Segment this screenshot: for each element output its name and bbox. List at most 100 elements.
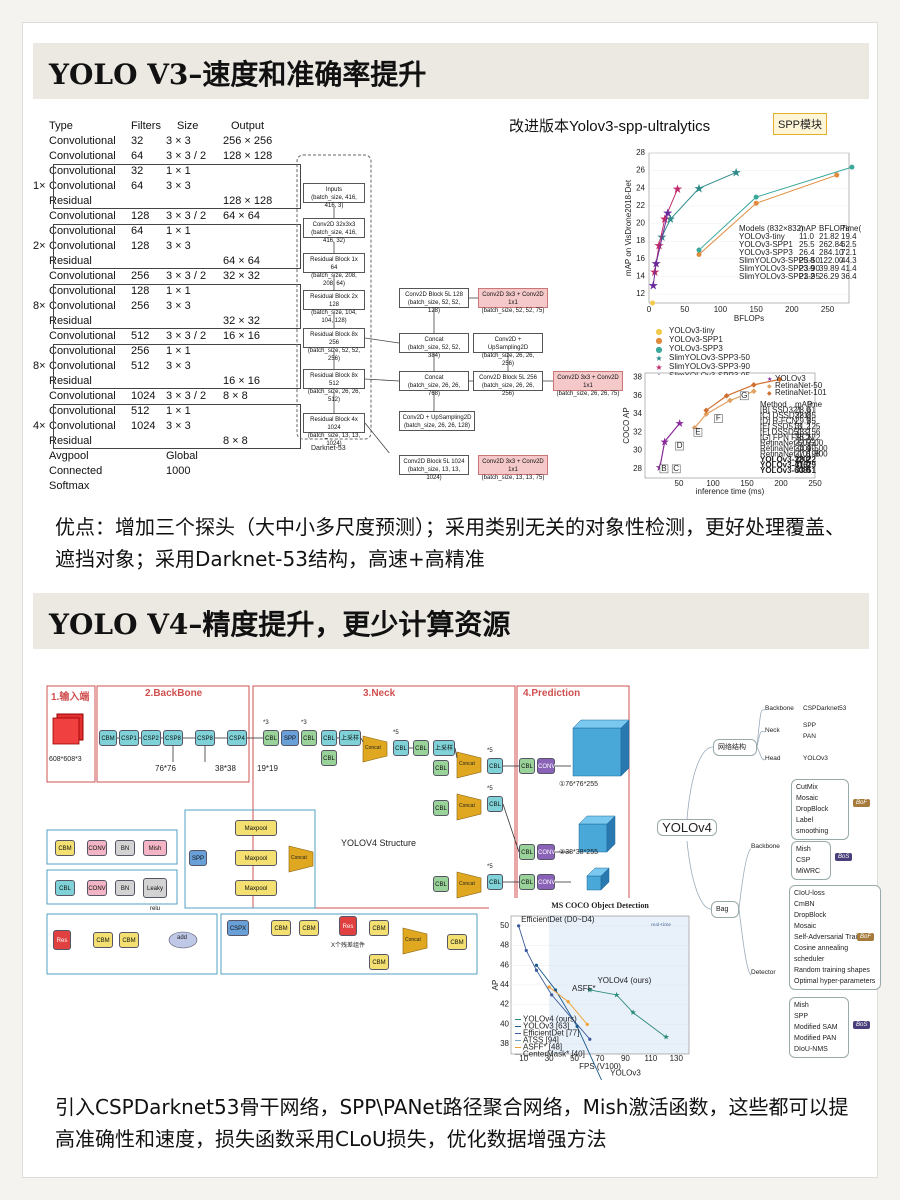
method-table-cell: 172 bbox=[807, 433, 821, 442]
concat-label: Concat bbox=[365, 745, 381, 751]
pred-output-38: ②38*38*255 bbox=[559, 849, 598, 856]
legend-marker: ★ bbox=[655, 363, 662, 372]
mindmap-branch bbox=[686, 746, 714, 820]
method-box bbox=[675, 441, 684, 451]
residual-block-outline bbox=[53, 164, 301, 209]
cbl-module: CBL bbox=[413, 740, 429, 756]
table-cell-size: 1 × 1 bbox=[166, 345, 191, 357]
bag-backbone-label: Backbone bbox=[751, 843, 780, 850]
data-point bbox=[696, 247, 702, 253]
method-table-cell: 156 bbox=[807, 428, 821, 437]
method-table-cell: 32.5 bbox=[795, 439, 811, 448]
diamond-marker bbox=[727, 397, 733, 404]
pred-cube-large-top bbox=[572, 719, 630, 729]
table-cell-filters: 128 bbox=[131, 210, 150, 222]
cbl-legend-module: CBL bbox=[55, 880, 75, 896]
x-tick-label: 90 bbox=[621, 1054, 630, 1063]
table-cell-type: Residual bbox=[49, 435, 92, 447]
bof-badge: BoF bbox=[857, 933, 875, 941]
box-title: Conv2D Block 5L 256 bbox=[479, 375, 537, 381]
cbl-module: CBL bbox=[487, 758, 503, 774]
bflops-table-header: Time(ms) bbox=[841, 224, 861, 233]
bflops-table-cell: 72.1 bbox=[841, 248, 857, 257]
data-point bbox=[696, 251, 702, 257]
bn-legend-module: BN bbox=[115, 880, 135, 896]
table-cell-size: 1 × 1 bbox=[166, 225, 191, 237]
method-table-cell: RetinaNet-50-500 bbox=[760, 439, 824, 448]
data-point bbox=[534, 963, 539, 967]
net-item-value: SPP bbox=[803, 722, 817, 729]
y-tick-label: 46 bbox=[500, 960, 509, 969]
y-tick-label: 32 bbox=[633, 427, 642, 436]
bflops-table-cell: 26.4 bbox=[799, 248, 815, 257]
spp-legend-module: SPP bbox=[189, 850, 207, 866]
box-title: Residual Block 2x 128 bbox=[310, 294, 358, 308]
method-table-cell: 31.0 bbox=[795, 461, 811, 470]
bof-item: CmBN bbox=[794, 901, 815, 908]
bflops-table-cell: 262.84 bbox=[819, 240, 844, 249]
output-52: Conv2D 3x3 + Conv2D 1x1(batch_size, 52, … bbox=[478, 288, 548, 314]
cbm-module: CBM bbox=[369, 920, 389, 936]
conv-legend-module: CONV bbox=[87, 880, 107, 896]
bos-item: SPP bbox=[794, 1013, 809, 1020]
method-table-cell: 85 bbox=[807, 411, 816, 420]
v3-title-bar: YOLO V3–速度和准确率提升 bbox=[33, 43, 869, 99]
output-13: Conv2D 3x3 + Conv2D 1x1(batch_size, 13, … bbox=[478, 455, 548, 481]
bof-item: Label smoothing bbox=[796, 817, 829, 835]
x-tick-label: 130 bbox=[670, 1054, 684, 1063]
table-cell-type: Connected bbox=[49, 465, 103, 477]
cbm-module: CBM bbox=[299, 920, 319, 936]
method-table-header: time bbox=[807, 400, 823, 409]
bof-item: Optimal hyper-parameters bbox=[794, 978, 876, 985]
connector-line bbox=[364, 422, 390, 453]
box-title: Conv2D 3x3 + Conv2D 1x1 bbox=[482, 459, 544, 473]
table-cell-type: Convolutional bbox=[49, 330, 116, 342]
concat-trapezoid bbox=[456, 751, 482, 779]
box-subtitle: (batch_size, 26, 26, 512) bbox=[307, 389, 361, 403]
concat-label: Concat bbox=[459, 761, 475, 767]
x-tick-label: 200 bbox=[785, 305, 799, 314]
table-cell-type: Convolutional bbox=[49, 210, 116, 222]
darknet-stack-box: Inputs(batch_size, 416, 416, 3) bbox=[303, 183, 365, 209]
bof-item: Mosaic bbox=[796, 795, 819, 802]
cbm-module: CBM bbox=[119, 932, 139, 948]
label-yolov4: YOLOv4 (ours) bbox=[597, 976, 651, 985]
stage-input-frame bbox=[46, 685, 96, 783]
legend-marker: ◆ bbox=[767, 383, 772, 390]
method-box bbox=[739, 391, 749, 401]
cbm-legend-frame bbox=[46, 829, 178, 865]
table-cell-size: 3 × 3 bbox=[166, 360, 191, 372]
method-box bbox=[671, 464, 681, 474]
table-cell-output: 32 × 32 bbox=[223, 270, 261, 282]
cbl-module: CBL bbox=[519, 874, 535, 890]
box-title: Concat bbox=[424, 375, 444, 381]
darknet53-table-row: Softmax bbox=[33, 479, 303, 494]
pred-cube-small bbox=[586, 875, 602, 891]
table-cell-type: Convolutional bbox=[49, 270, 116, 282]
y-tick-label: 12 bbox=[636, 289, 645, 298]
bflops-table-cell: 44.3 bbox=[841, 256, 857, 265]
box-subtitle: (batch_size, 104, 104, 128) bbox=[311, 310, 357, 324]
bof-item: Mosaic bbox=[794, 923, 817, 930]
box-title: Conv2D Block 5L 1024 bbox=[403, 459, 465, 465]
legend-label: YOLOv3-SPP1 bbox=[669, 335, 723, 344]
net-item-value: PAN bbox=[803, 733, 816, 740]
x-tick-label: 150 bbox=[749, 305, 763, 314]
cbm-module: CBM bbox=[369, 954, 389, 970]
table-cell-filters: 64 bbox=[131, 180, 144, 192]
label-efficientdet: EfficientDet (D0~D4) bbox=[521, 915, 595, 924]
page-card: YOLO V3–速度和准确率提升 Type Filters Size Outpu… bbox=[22, 22, 881, 1178]
cbl-module: CBL bbox=[433, 800, 449, 816]
y-tick-label: 18 bbox=[636, 236, 645, 245]
method-table-cell: 28.0 bbox=[795, 411, 811, 420]
method-table-cell: YOLOv3-320 bbox=[760, 455, 808, 464]
pred-cube-medium-side bbox=[606, 815, 616, 853]
y-tick-label: 42 bbox=[500, 1000, 509, 1009]
darknet53-outline bbox=[296, 154, 372, 440]
legend-label: YOLOv4 (ours) bbox=[523, 1015, 577, 1024]
